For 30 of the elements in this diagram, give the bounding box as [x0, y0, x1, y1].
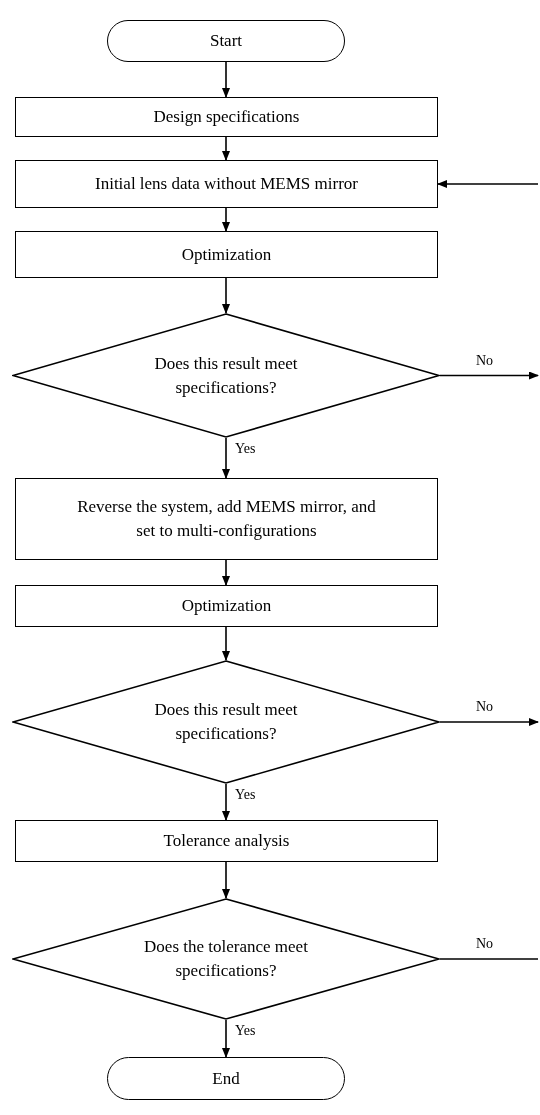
arrow [222, 783, 230, 821]
arrow [222, 437, 230, 479]
process-box [15, 160, 438, 208]
node-text: Design specifications [153, 106, 300, 128]
arrow [222, 277, 230, 314]
arrow [222, 861, 230, 899]
process-box [15, 97, 438, 137]
node-text: Tolerance analysis [163, 830, 290, 852]
node-text: Optimization [181, 243, 272, 266]
arrow [222, 136, 230, 161]
arrow [222, 559, 230, 586]
node-text: Does this result meet specifications? [153, 352, 299, 399]
node-text: End [212, 1067, 240, 1090]
node-text: Optimization [181, 595, 272, 617]
arrow [222, 1019, 230, 1058]
arrow [222, 61, 230, 98]
node-text: Reverse the system, add MEMS mirror, and set to multi-configurations [76, 496, 377, 542]
process-box [15, 585, 438, 627]
node-text: Start [209, 30, 243, 52]
arrow [439, 371, 539, 380]
node-text: Does the tolerance meet specifications? [143, 936, 309, 982]
arrow [222, 626, 230, 661]
process-box [15, 820, 438, 862]
process-box [15, 231, 438, 278]
node-text: Initial lens data without MEMS mirror [95, 173, 358, 195]
arrow [439, 718, 539, 726]
arrow [437, 180, 539, 188]
arrow [222, 207, 230, 232]
node-text: Does this result meet specifications? [153, 699, 299, 745]
process-box [15, 478, 438, 560]
